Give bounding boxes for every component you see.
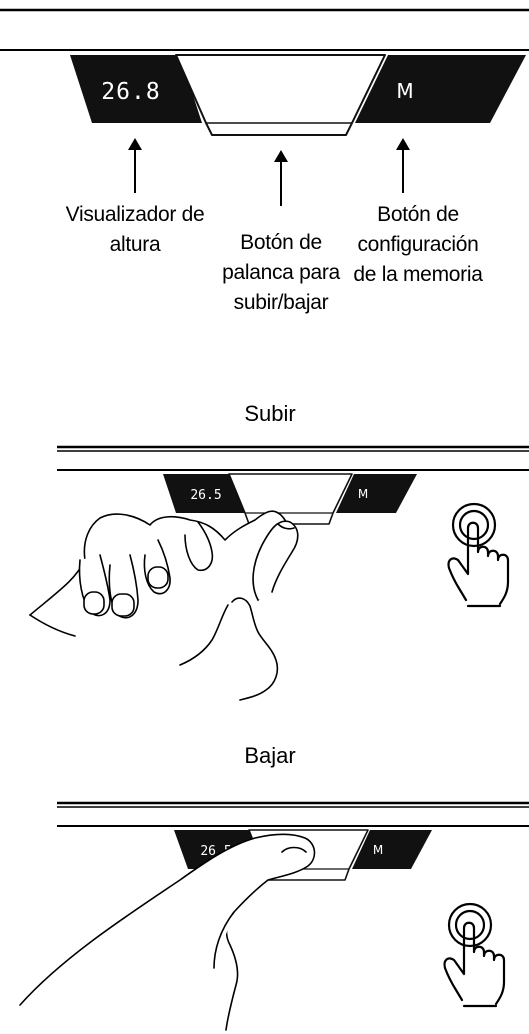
label-lever-button: Botón de palanca para subir/bajar	[222, 231, 340, 314]
memory-button[interactable]	[352, 830, 432, 869]
memory-button[interactable]	[355, 55, 526, 123]
hand-illustration	[29, 510, 299, 701]
memory-button[interactable]	[336, 474, 417, 513]
arrow-display	[128, 138, 142, 193]
label-memory-button: Botón de configuración de la memoria	[353, 203, 483, 286]
memory-button-label: M	[358, 487, 368, 501]
lever-button[interactable]	[228, 473, 353, 525]
arrow-memory	[396, 138, 410, 193]
heading-raise: Subir	[244, 401, 296, 426]
height-display-value: 26.8	[101, 79, 160, 105]
memory-button-label: M	[373, 843, 383, 857]
panel-lower: 26.5 M	[19, 801, 529, 1031]
height-display-value: 26.5	[190, 488, 221, 503]
hand-illustration	[19, 833, 316, 1031]
tap-gesture-icon	[447, 502, 510, 608]
heading-lower: Bajar	[244, 743, 296, 768]
panel-raise: 26.5 M	[29, 445, 529, 701]
height-display	[163, 474, 246, 513]
label-height-display: Visualizador de altura	[65, 203, 205, 256]
height-display	[70, 55, 202, 123]
tap-gesture-icon	[443, 902, 506, 1008]
panel-overview: 26.8 M	[0, 8, 529, 206]
memory-button-label: M	[396, 79, 413, 103]
arrow-lever	[274, 150, 288, 206]
